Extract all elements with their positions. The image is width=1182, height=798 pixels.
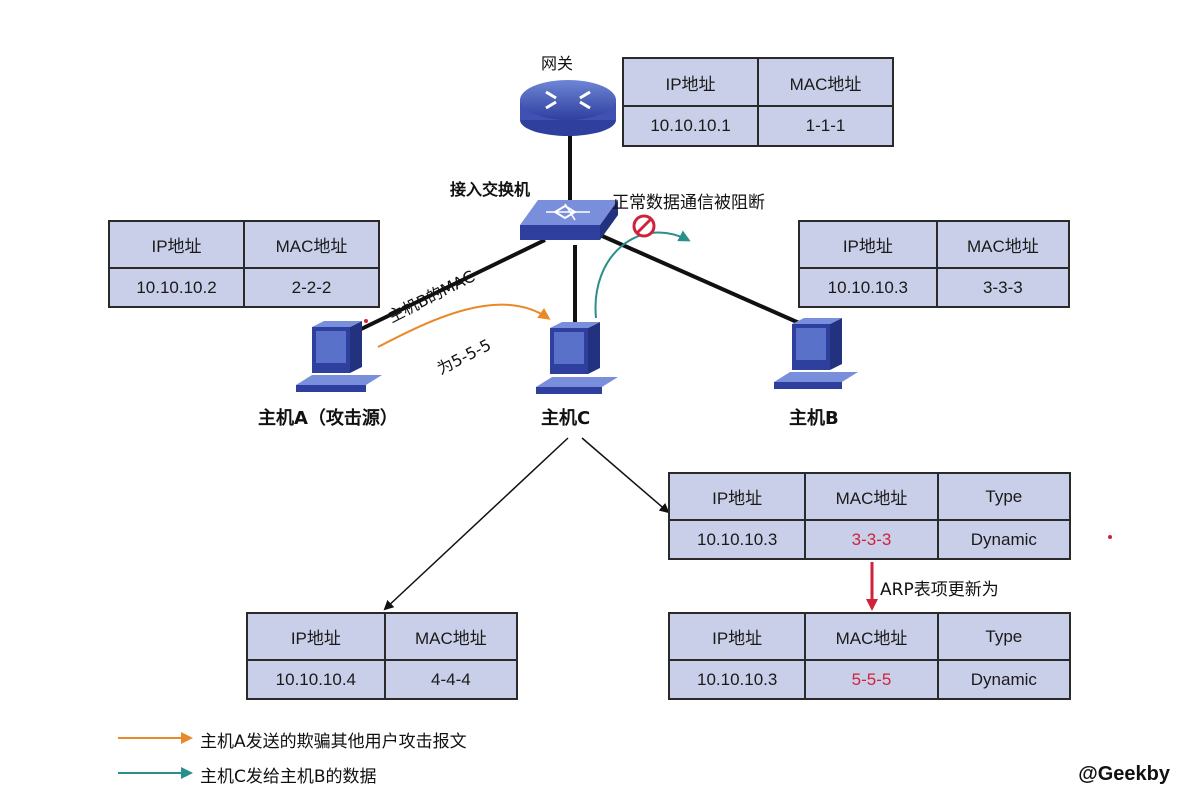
mac-cell: 1-1-1 bbox=[757, 105, 894, 147]
ip-header: IP地址 bbox=[798, 219, 938, 270]
mac-cell: 4-4-4 bbox=[383, 659, 519, 700]
watermark: @Geekby bbox=[1078, 763, 1170, 785]
ip-cell: 10.10.10.2 bbox=[108, 267, 245, 308]
computer-icon bbox=[536, 322, 618, 394]
blocked-label: 正常数据通信被阻断 bbox=[612, 193, 765, 213]
mac-header: MAC地址 bbox=[757, 56, 894, 108]
ip-header: IP地址 bbox=[622, 56, 759, 108]
ip-header: IP地址 bbox=[108, 219, 245, 270]
ip-cell: 10.10.10.4 bbox=[246, 659, 386, 700]
mac-cell: 5-5-5 bbox=[804, 659, 939, 700]
gateway-label: 网关 bbox=[541, 54, 574, 73]
ip-header: IP地址 bbox=[246, 611, 386, 662]
stray-dot bbox=[1108, 535, 1112, 539]
mac-header: MAC地址 bbox=[243, 219, 380, 270]
blocked-data-arrow bbox=[594, 230, 691, 319]
computer-icon bbox=[774, 318, 858, 389]
link-switch-hostB bbox=[599, 233, 816, 332]
mac-header: MAC地址 bbox=[383, 611, 519, 662]
mac-header: MAC地址 bbox=[804, 611, 939, 662]
ip-cell: 10.10.10.3 bbox=[667, 659, 807, 700]
arrow-hostC-to-arp-table bbox=[581, 437, 670, 514]
arrow-hostC-to-self-table bbox=[383, 437, 569, 611]
legend-orange-label: 主机A发送的欺骗其他用户攻击报文 bbox=[200, 732, 467, 752]
mac-header: MAC地址 bbox=[935, 219, 1071, 270]
switch-label: 接入交换机 bbox=[450, 180, 531, 199]
type-header: Type bbox=[936, 611, 1072, 662]
computer-icon bbox=[296, 321, 382, 392]
hostA-label: 主机A（攻击源） bbox=[258, 408, 398, 429]
switch-icon bbox=[520, 200, 618, 240]
mac-header: MAC地址 bbox=[804, 471, 939, 522]
spoof-arrow bbox=[377, 303, 551, 348]
arp-update-label: ARP表项更新为 bbox=[880, 580, 999, 600]
mac-cell: 2-2-2 bbox=[243, 267, 380, 308]
ip-cell: 10.10.10.1 bbox=[622, 105, 759, 147]
stray-dot bbox=[364, 319, 368, 323]
mac-cell: 3-3-3 bbox=[804, 519, 939, 560]
hostC-label: 主机C bbox=[541, 408, 591, 429]
link-switch-hostA bbox=[354, 238, 546, 334]
arp-after-table: IP地址 MAC地址 Type 10.10.10.3 5-5-5 Dynamic bbox=[667, 611, 1072, 700]
ip-header: IP地址 bbox=[667, 611, 807, 662]
type-header: Type bbox=[936, 471, 1072, 522]
mac-cell: 3-3-3 bbox=[935, 267, 1071, 308]
ip-cell: 10.10.10.3 bbox=[667, 519, 807, 560]
type-cell: Dynamic bbox=[936, 519, 1072, 560]
ip-header: IP地址 bbox=[667, 471, 807, 522]
legend-teal-label: 主机C发给主机B的数据 bbox=[200, 767, 377, 787]
blocked-icon bbox=[632, 214, 656, 238]
hostB-label: 主机B bbox=[789, 408, 839, 429]
type-cell: Dynamic bbox=[936, 659, 1072, 700]
arp-before-table: IP地址 MAC地址 Type 10.10.10.3 3-3-3 Dynamic bbox=[667, 471, 1072, 560]
router-icon bbox=[520, 80, 616, 136]
ip-cell: 10.10.10.3 bbox=[798, 267, 938, 308]
